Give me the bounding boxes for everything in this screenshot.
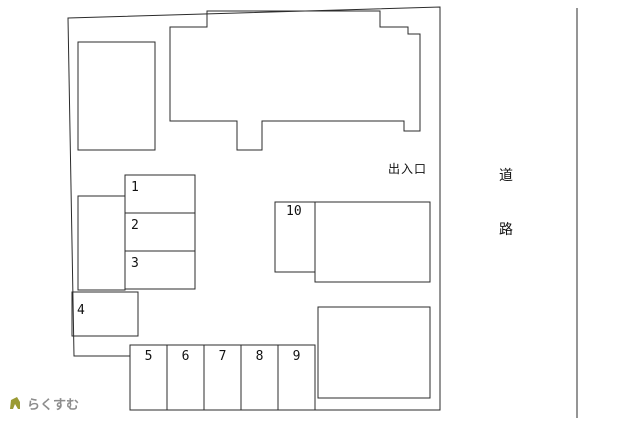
parking-space-8-label: 8 [255,349,264,364]
parking-space-5-label: 5 [144,349,153,364]
logo-text: らくすむ [27,398,80,413]
left-structure [77,195,126,291]
parking-space-4-box [71,291,139,337]
parking-space-6-label: 6 [181,349,190,364]
parking-space-3-label: 3 [131,256,139,271]
parking-space-10-label: 10 [286,204,302,219]
logo: らくすむ [8,394,79,413]
parking-space-1-label: 1 [131,180,139,195]
building-top-left [77,41,156,151]
entrance-exit-label: 出入口 [388,162,428,176]
building-bottom-right [317,306,431,399]
parking-space-4-label: 4 [77,303,85,318]
parking-space-2-label: 2 [131,218,139,233]
road-label-char-2: 路 [499,222,513,238]
parking-space-9-label: 9 [292,349,301,364]
parking-space-3-box [124,250,196,290]
parking-space-7-label: 7 [218,349,227,364]
building-middle-right [314,201,431,283]
parking-space-9-box [277,344,316,411]
road-label-char-1: 道 [499,168,513,184]
logo-icon [10,397,20,409]
building-main [169,10,421,151]
